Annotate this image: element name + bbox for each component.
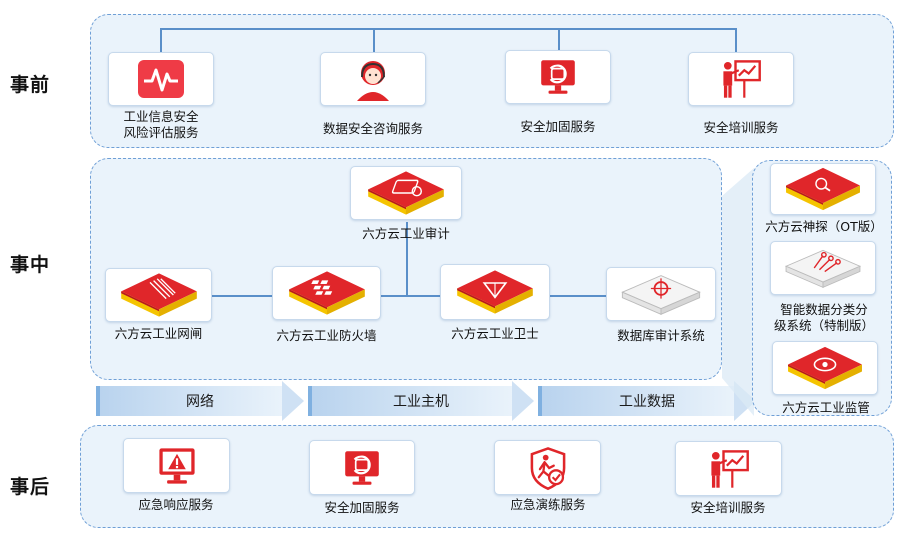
guard-label: 六方云工业卫士 — [451, 326, 539, 341]
audit-card[interactable] — [350, 166, 462, 220]
training-card-before[interactable] — [688, 52, 794, 106]
flow-arrow-network: 网络 — [96, 381, 304, 421]
ot-probe-device-icon — [779, 166, 867, 212]
connector-line — [160, 28, 736, 30]
drill-card[interactable] — [494, 440, 601, 495]
flow-label-data: 工业数据 — [619, 394, 675, 410]
emergency-response-label: 应急响应服务 — [138, 497, 214, 512]
supervision-card[interactable] — [772, 341, 878, 395]
phase-label-after: 事后 — [10, 476, 51, 498]
firewall-card[interactable] — [272, 266, 381, 320]
flow-arrow-host: 工业主机 — [308, 381, 534, 421]
classify-card[interactable] — [770, 241, 876, 295]
phase-label-during: 事中 — [10, 254, 51, 276]
support-agent-icon — [357, 61, 389, 101]
flow-label-network: 网络 — [186, 394, 214, 410]
monitor-alert-icon — [158, 447, 195, 484]
monitor-reinforce-icon — [340, 447, 384, 489]
industrial-firewall-device-icon — [282, 269, 372, 317]
monitor-reinforce-icon — [536, 56, 580, 98]
probe-card[interactable] — [770, 163, 876, 215]
db-audit-card[interactable] — [606, 267, 716, 321]
audit-label: 六方云工业审计 — [362, 226, 450, 241]
flow-label-host: 工业主机 — [393, 394, 449, 410]
gateway-label: 六方云工业网闸 — [114, 326, 203, 341]
phase-label-before: 事前 — [10, 74, 51, 96]
drill-label: 应急演练服务 — [510, 497, 586, 512]
industrial-gateway-device-icon — [114, 271, 204, 319]
funnel-connector — [722, 168, 754, 416]
emergency-response-card[interactable] — [123, 438, 230, 493]
probe-label: 六方云神探（OT版） — [765, 219, 883, 234]
industrial-supervision-device-icon — [781, 344, 869, 392]
training-presenter-icon — [719, 57, 763, 101]
connector-line — [212, 295, 272, 297]
db-audit-label: 数据库审计系统 — [617, 328, 705, 343]
data-classification-device-icon — [784, 249, 862, 289]
industrial-guard-device-icon — [450, 268, 540, 316]
hardening-label-after: 安全加固服务 — [324, 500, 400, 515]
connector-line — [735, 28, 737, 52]
hardening-card-before[interactable] — [505, 50, 611, 104]
gateway-card[interactable] — [105, 268, 212, 322]
risk-assessment-card[interactable] — [108, 52, 214, 106]
pulse-chart-icon — [138, 60, 184, 98]
training-presenter-icon — [707, 447, 751, 491]
database-audit-device-icon — [621, 275, 701, 315]
hardening-label-before: 安全加固服务 — [520, 119, 596, 134]
connector-line — [381, 295, 441, 297]
training-card-after[interactable] — [675, 441, 782, 496]
risk-assessment-label: 工业信息安全 风险评估服务 — [123, 109, 199, 140]
training-label-after: 安全培训服务 — [690, 500, 766, 515]
firewall-label: 六方云工业防火墙 — [276, 328, 377, 343]
shield-runner-icon — [530, 446, 565, 490]
industrial-audit-device-icon — [361, 169, 451, 217]
data-consulting-label: 数据安全咨询服务 — [322, 121, 423, 136]
training-label-before: 安全培训服务 — [703, 120, 779, 135]
connector-line — [373, 28, 375, 52]
connector-line — [160, 28, 162, 52]
connector-line — [550, 295, 606, 297]
classify-label: 智能数据分类分 级系统（特制版） — [773, 302, 874, 333]
guard-card[interactable] — [440, 264, 550, 320]
supervision-label: 六方云工业监管 — [782, 400, 870, 415]
hardening-card-after[interactable] — [309, 440, 415, 495]
connector-line — [406, 222, 408, 296]
data-consulting-card[interactable] — [320, 52, 426, 106]
connector-line — [558, 28, 560, 50]
